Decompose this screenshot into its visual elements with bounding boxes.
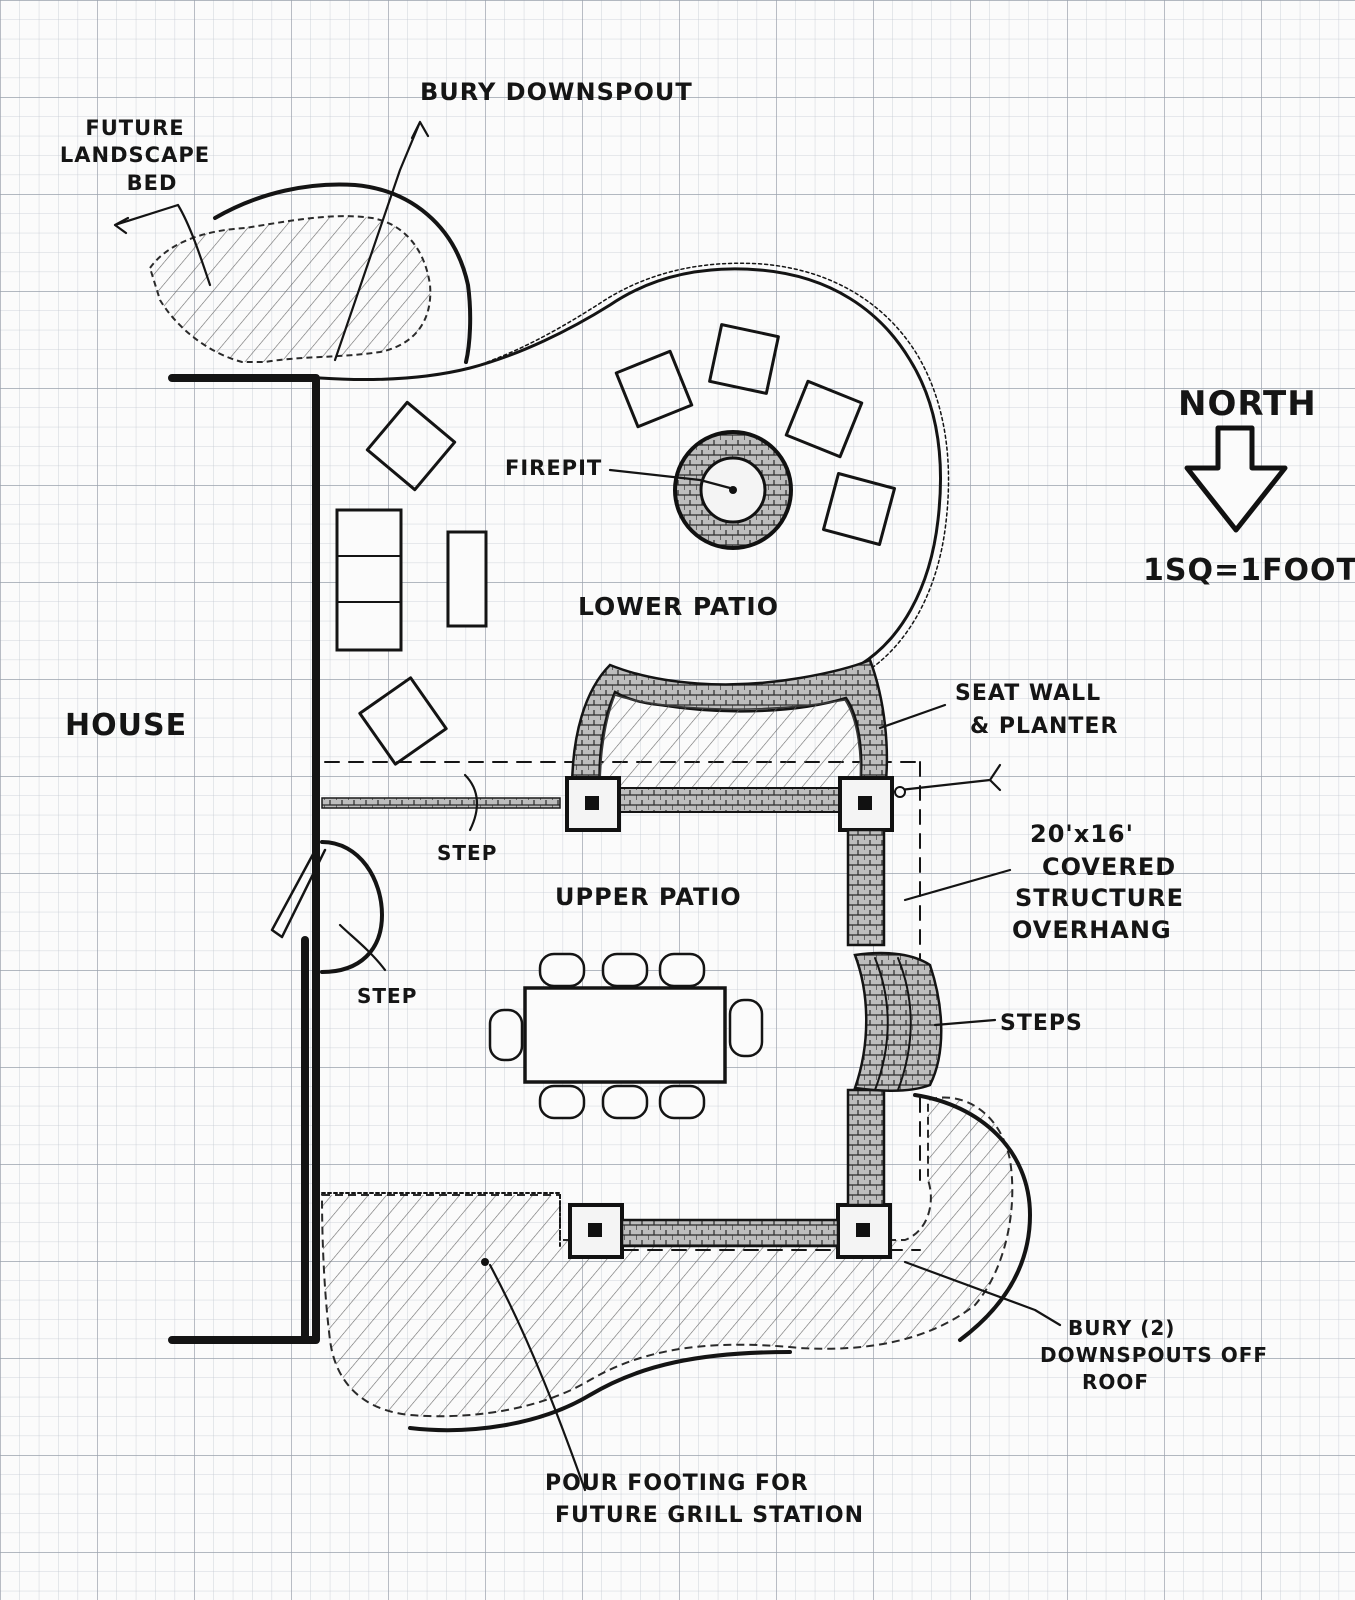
- lounge-chair: [821, 471, 897, 547]
- label-lower-patio: LOWER PATIO: [578, 592, 779, 621]
- label-covered-4: OVERHANG: [1012, 916, 1172, 944]
- lounge-chair: [365, 400, 457, 492]
- grill-footing-point: [481, 1258, 489, 1266]
- lounge-chair: [614, 349, 694, 429]
- label-seat-wall-1: SEAT WALL: [955, 681, 1101, 706]
- post-southeast-core: [856, 1223, 870, 1237]
- label-firepit: FIREPIT: [505, 456, 602, 480]
- house-wall: [168, 374, 320, 1344]
- label-grill-footing-2: FUTURE GRILL STATION: [555, 1503, 864, 1528]
- label-step-north: STEP: [437, 841, 497, 865]
- east-steps: [853, 951, 943, 1092]
- down-arrow-icon: [1184, 425, 1288, 533]
- leader-grill-footing: [488, 1263, 587, 1492]
- future-bed-outer-edge: [213, 182, 473, 364]
- dining-chair: [601, 1084, 649, 1120]
- label-covered-1: 20'x16': [1030, 820, 1134, 848]
- label-upper-patio: UPPER PATIO: [555, 883, 742, 911]
- seat-wall-cap: [599, 787, 861, 813]
- lounge-chair: [358, 676, 448, 766]
- leader-step-door: [338, 923, 387, 972]
- leader-bury-downspout: [333, 120, 430, 362]
- east-steps-treads: [874, 957, 912, 1091]
- lounge-chair: [784, 379, 864, 459]
- south-bed-outer-edge: [408, 1093, 1032, 1433]
- post-southwest-core: [588, 1223, 602, 1237]
- dining-chair: [728, 998, 764, 1058]
- label-future-bed-1: FUTURE: [85, 116, 184, 140]
- label-steps: STEPS: [1000, 1011, 1083, 1036]
- label-covered-2: COVERED: [1042, 853, 1176, 881]
- east-seat-wall-upper: [846, 828, 886, 947]
- leader-steps: [933, 1018, 997, 1027]
- label-north: NORTH: [1178, 384, 1317, 424]
- leader-future-bed: [113, 203, 212, 287]
- downspout-point-east: [894, 786, 906, 798]
- dining-chair: [601, 952, 649, 988]
- dining-chair: [488, 1008, 524, 1062]
- label-bury-two-2: DOWNSPOUTS OFF: [1040, 1343, 1268, 1367]
- door-swing: [320, 840, 384, 974]
- dining-chair: [658, 1084, 706, 1120]
- leader-covered: [903, 868, 1012, 902]
- door-leaf: [270, 843, 327, 939]
- downspout-marker-east: [898, 763, 1002, 792]
- planter-bed: [599, 694, 862, 789]
- south-seat-wall: [620, 1218, 840, 1248]
- sofa-cushions: [336, 555, 402, 603]
- lounge-chair: [708, 323, 780, 395]
- east-seat-wall-lower: [846, 1088, 886, 1207]
- label-scale: 1SQ=1FOOT: [1143, 553, 1355, 588]
- leader-seat-wall: [878, 703, 947, 730]
- dining-chair: [538, 1084, 586, 1120]
- leader-firepit: [608, 468, 732, 490]
- label-future-bed-3: BED: [127, 171, 178, 195]
- dining-chair: [538, 952, 586, 988]
- post-northeast-core: [858, 796, 872, 810]
- outdoor-sofa: [335, 508, 403, 652]
- dining-chairs: [488, 952, 764, 1120]
- label-house: HOUSE: [65, 708, 187, 743]
- label-covered-3: STRUCTURE: [1015, 884, 1184, 912]
- label-bury-two-3: ROOF: [1082, 1370, 1149, 1394]
- label-seat-wall-2: & PLANTER: [970, 714, 1118, 739]
- label-bury-two-1: BURY (2): [1068, 1316, 1175, 1340]
- leader-bury-two: [903, 1260, 1062, 1327]
- label-step-door: STEP: [357, 984, 417, 1008]
- lower-patio-chairs: [358, 323, 897, 766]
- leader-step-north: [463, 773, 478, 832]
- label-grill-footing-1: POUR FOOTING FOR: [545, 1471, 809, 1496]
- post-southwest: [568, 1203, 624, 1259]
- future-landscape-bed: [148, 215, 432, 363]
- south-planting-bed: [320, 1096, 1014, 1418]
- coffee-table: [446, 530, 488, 628]
- lower-patio-edge-inner: [469, 262, 950, 673]
- label-bury-downspout: BURY DOWNSPOUT: [420, 78, 693, 106]
- dining-table: [523, 986, 727, 1084]
- label-future-bed-2: LANDSCAPE: [60, 143, 210, 167]
- step-edge-north: [321, 797, 561, 809]
- grill-footing-outline: [321, 1192, 561, 1249]
- dining-chair: [658, 952, 706, 988]
- post-northwest-core: [585, 796, 599, 810]
